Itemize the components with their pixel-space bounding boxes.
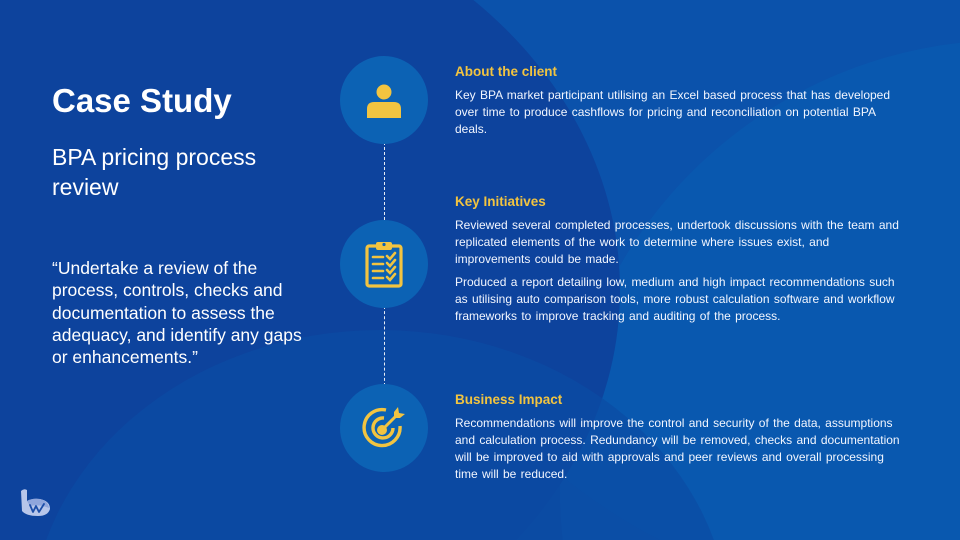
section-paragraph: Reviewed several completed processes, un… [455,218,899,266]
company-logo-icon [21,489,50,516]
slide-subtitle: BPA pricing process review [52,144,257,200]
timeline-node-client [340,56,428,144]
timeline-node-initiatives [340,220,428,308]
person-icon [367,84,401,118]
section-paragraph: Produced a report detailing low, medium … [455,275,895,323]
section-key-initiatives: Key Initiatives Reviewed several complet… [455,194,905,331]
section-about-client: About the client Key BPA market particip… [455,64,905,144]
section-heading: Business Impact [455,392,563,407]
project-quote: “Undertake a review of the process, cont… [52,258,302,368]
section-business-impact: Business Impact Recommendations will imp… [455,392,905,489]
clipboard-checklist-icon [365,242,403,288]
section-paragraph: Recommendations will improve the control… [455,416,900,481]
target-icon [362,407,405,448]
section-heading: Key Initiatives [455,194,546,209]
timeline-node-impact [340,384,428,472]
timeline-connector [384,142,385,220]
timeline-connector [384,306,385,386]
slide-title: Case Study [52,82,232,119]
section-paragraph: Key BPA market participant utilising an … [455,88,891,136]
section-heading: About the client [455,64,557,79]
